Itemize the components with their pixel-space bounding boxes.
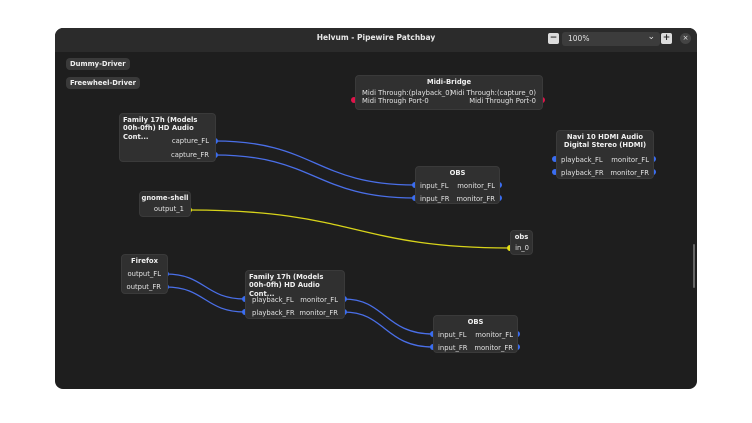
monitor-fr-port[interactable]: monitor_FR bbox=[610, 169, 649, 177]
monitor-fl-port[interactable]: monitor_FL bbox=[475, 331, 513, 339]
link-monitor-fl-obs-input-fl[interactable] bbox=[343, 298, 434, 335]
node-title-line2: 00h-0fh) HD Audio Cont... bbox=[123, 124, 194, 141]
zoom-level-value: 100% bbox=[568, 34, 590, 43]
zoom-in-button[interactable]: + bbox=[661, 33, 672, 44]
dummy-driver-node[interactable]: Dummy-Driver bbox=[66, 58, 130, 70]
link-firefox-fr-playback-fr[interactable] bbox=[165, 286, 246, 313]
capture-fr-port[interactable]: capture_FR bbox=[170, 151, 209, 159]
monitor-fl-port[interactable]: monitor_FL bbox=[300, 296, 338, 304]
output-1-port[interactable]: output_1 bbox=[153, 205, 184, 213]
gnome-shell-node[interactable]: gnome-shell output_1 bbox=[139, 191, 191, 217]
node-title: Family 17h (Models bbox=[123, 116, 198, 124]
chevron-down-icon: ⌄ bbox=[647, 32, 655, 42]
node-title: OBS bbox=[467, 318, 484, 326]
node-title: Family 17h (Models bbox=[249, 273, 324, 281]
node-title: Midi-Bridge bbox=[426, 78, 472, 86]
monitor-fr-port[interactable]: monitor_FR bbox=[474, 344, 513, 352]
link-gnome-shell-obs-in[interactable] bbox=[188, 209, 511, 249]
midi-output-port[interactable]: Midi Through:(capture_0) bbox=[450, 89, 536, 97]
link-capture-fr-obs-input-fr[interactable] bbox=[214, 154, 416, 199]
node-title-line2: Digital Stereo (HDMI) bbox=[563, 141, 647, 149]
node-title: obs bbox=[514, 233, 529, 241]
capture-fl-port[interactable]: capture_FL bbox=[171, 137, 209, 145]
input-fl-port[interactable]: input_FL bbox=[420, 182, 449, 190]
helvum-window: Helvum - Pipewire Patchbay − 100% ⌄ + × bbox=[55, 28, 697, 389]
node-title: OBS bbox=[449, 169, 466, 177]
node-title: Navi 10 HDMI Audio bbox=[566, 133, 644, 141]
playback-fr-port[interactable]: playback_FR bbox=[252, 309, 295, 317]
close-button[interactable]: × bbox=[680, 33, 691, 44]
obs-video-node[interactable]: obs in_0 bbox=[510, 230, 533, 255]
title-bar: Helvum - Pipewire Patchbay − 100% ⌄ + × bbox=[55, 28, 697, 52]
patchbay-canvas[interactable]: Dummy-Driver Freewheel-Driver Midi-Bridg… bbox=[55, 52, 697, 389]
midi-input-port-alias: Midi Through Port-0 bbox=[362, 97, 429, 105]
link-firefox-fl-playback-fl[interactable] bbox=[165, 273, 246, 300]
obs-node-bottom[interactable]: OBS input_FL input_FR monitor_FL monitor… bbox=[433, 315, 518, 353]
link-monitor-fr-obs-input-fr[interactable] bbox=[343, 311, 434, 348]
midi-bridge-node[interactable]: Midi-Bridge Midi Through:(playback_0) Mi… bbox=[355, 75, 543, 110]
node-title: Firefox bbox=[131, 257, 158, 265]
playback-fl-port[interactable]: playback_FL bbox=[561, 156, 603, 164]
vertical-scrollbar[interactable] bbox=[693, 244, 695, 288]
midi-output-port-alias: Midi Through Port-0 bbox=[469, 97, 536, 105]
family-17h-capture-node[interactable]: Family 17h (Models 00h-0fh) HD Audio Con… bbox=[119, 113, 216, 162]
output-fr-port[interactable]: output_FR bbox=[126, 283, 161, 291]
window-title: Helvum - Pipewire Patchbay bbox=[316, 33, 436, 42]
navi-10-hdmi-node[interactable]: Navi 10 HDMI Audio Digital Stereo (HDMI)… bbox=[556, 130, 654, 179]
midi-input-port[interactable]: Midi Through:(playback_0) bbox=[362, 89, 453, 97]
output-fl-port[interactable]: output_FL bbox=[127, 270, 161, 278]
playback-fr-port[interactable]: playback_FR bbox=[561, 169, 604, 177]
input-fl-port[interactable]: input_FL bbox=[438, 331, 467, 339]
input-fr-port[interactable]: input_FR bbox=[438, 344, 468, 352]
node-title: gnome-shell bbox=[141, 194, 189, 202]
firefox-node[interactable]: Firefox output_FL output_FR bbox=[121, 254, 168, 294]
family-17h-playback-node[interactable]: Family 17h (Models 00h-0fh) HD Audio Con… bbox=[245, 270, 345, 319]
link-capture-fl-obs-input-fl[interactable] bbox=[214, 140, 416, 186]
monitor-fr-port[interactable]: monitor_FR bbox=[299, 309, 338, 317]
zoom-level-dropdown[interactable]: 100% ⌄ bbox=[562, 32, 660, 46]
zoom-out-button[interactable]: − bbox=[548, 33, 559, 44]
monitor-fl-port[interactable]: monitor_FL bbox=[611, 156, 649, 164]
monitor-fr-port[interactable]: monitor_FR bbox=[456, 195, 495, 203]
node-title-line2: 00h-0fh) HD Audio Cont... bbox=[249, 281, 320, 298]
input-fr-port[interactable]: input_FR bbox=[420, 195, 450, 203]
obs-node-top[interactable]: OBS input_FL input_FR monitor_FL monitor… bbox=[415, 166, 500, 204]
playback-fl-port[interactable]: playback_FL bbox=[252, 296, 294, 304]
freewheel-driver-node[interactable]: Freewheel-Driver bbox=[66, 77, 140, 89]
monitor-fl-port[interactable]: monitor_FL bbox=[457, 182, 495, 190]
in-0-port[interactable]: in_0 bbox=[515, 244, 529, 252]
